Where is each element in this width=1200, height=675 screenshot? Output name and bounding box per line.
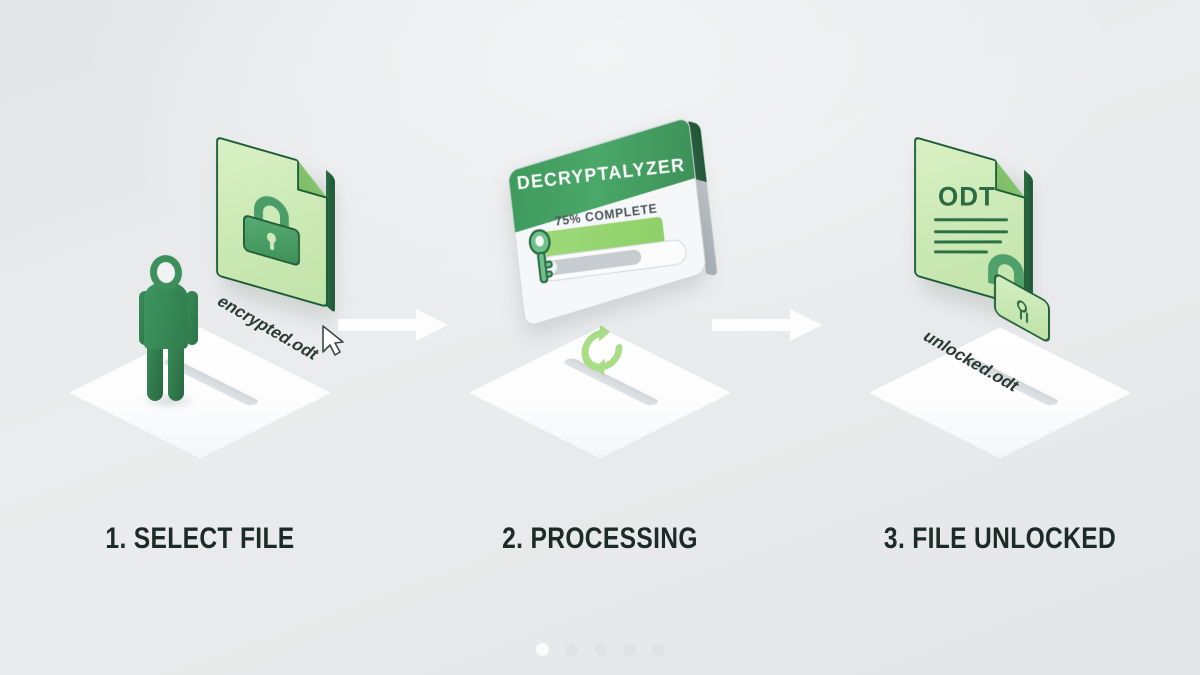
step-caption-3: 3. FILE UNLOCKED xyxy=(883,522,1117,555)
platform-2 xyxy=(450,300,750,480)
person-leg-right xyxy=(168,341,184,401)
progress-track-fill xyxy=(543,248,642,277)
step-select-file[interactable]: encrypted.odt 1. SELECT FILE xyxy=(0,0,400,675)
person-leg-left xyxy=(147,341,163,401)
person-figure xyxy=(138,252,200,409)
pagination-dot-3[interactable] xyxy=(593,643,607,656)
progress-bar-track[interactable] xyxy=(538,238,688,283)
screen-header: DECRYPTALYZER xyxy=(508,117,695,233)
padlock-keyhole xyxy=(1017,298,1027,315)
screen-body: DECRYPTALYZER 75% COMPLETE xyxy=(507,116,707,328)
step-arrow-right-1 xyxy=(338,305,452,345)
step-file-unlocked[interactable]: ODT unlocked.odt 3. FILE UNLOCKED xyxy=(800,0,1200,675)
unlocked-file-icon[interactable]: ODT xyxy=(914,136,1050,345)
step-processing[interactable]: DECRYPTALYZER 75% COMPLETE xyxy=(400,0,800,675)
pagination-dots[interactable] xyxy=(0,643,1200,656)
progress-knob[interactable] xyxy=(542,258,559,276)
step-caption-2: 2. PROCESSING xyxy=(502,522,698,555)
person-body xyxy=(144,283,188,349)
step-caption-1: 1. SELECT FILE xyxy=(105,522,295,555)
pagination-dot-1[interactable] xyxy=(535,643,549,656)
file-type-label: ODT xyxy=(938,180,996,212)
platform-3 xyxy=(850,300,1150,480)
person-arm-right xyxy=(186,291,198,345)
pagination-dot-2[interactable] xyxy=(564,643,578,656)
decryptalyzer-screen[interactable]: DECRYPTALYZER 75% COMPLETE xyxy=(507,116,718,328)
step-arrow-right-2 xyxy=(712,305,826,345)
app-title: DECRYPTALYZER xyxy=(516,154,687,195)
locked-file-icon[interactable] xyxy=(216,136,335,324)
pagination-dot-5[interactable] xyxy=(651,643,665,656)
platform-groove xyxy=(868,327,1131,459)
padlock-keyhole xyxy=(267,231,276,245)
key-icon xyxy=(526,228,558,288)
pagination-dot-4[interactable] xyxy=(622,643,636,656)
refresh-arrow-icon xyxy=(574,324,630,382)
platform-1 xyxy=(50,300,350,480)
progress-label: 75% COMPLETE xyxy=(554,200,659,229)
mouse-cursor-icon xyxy=(320,325,346,357)
